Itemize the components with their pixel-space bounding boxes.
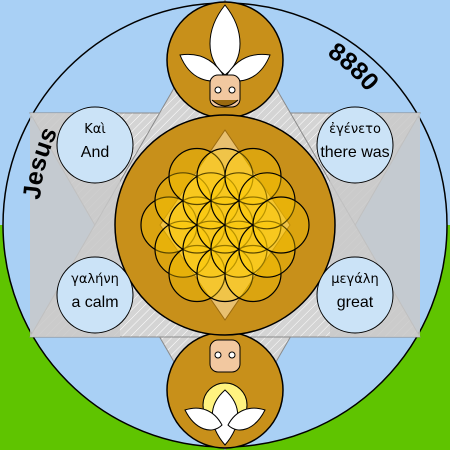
- english-word-bottom-right: great: [337, 294, 374, 311]
- greek-word-top-left: Καὶ: [84, 122, 106, 137]
- flower-of-life: [114, 114, 336, 336]
- bottom-face: [209, 339, 241, 373]
- english-word-bottom-left: a calm: [71, 294, 118, 311]
- bottom-petal-right: [227, 407, 266, 431]
- top-figure: [166, 1, 284, 119]
- top-face-beard: [211, 99, 239, 107]
- top-face: [209, 74, 241, 108]
- bottom-figure: [166, 331, 284, 449]
- bottom-face-eye-left: [214, 351, 222, 359]
- english-word-top-right: there was: [320, 144, 389, 161]
- flower-circle: [252, 196, 310, 254]
- bottom-petal-left: [184, 407, 223, 431]
- top-face-eye-left: [214, 86, 222, 94]
- greek-word-bottom-left: γαλήνη: [71, 272, 119, 287]
- word-circle-top-left: Καὶ And: [56, 106, 134, 184]
- word-circle-bottom-left: γαλήνη a calm: [56, 256, 134, 334]
- bottom-face-eye-right: [228, 351, 236, 359]
- word-circle-top-right: ἐγένετο there was: [316, 106, 394, 184]
- word-circle-bottom-right: μεγάλη great: [316, 256, 394, 334]
- greek-word-top-right: ἐγένετο: [329, 122, 381, 137]
- greek-word-bottom-right: μεγάλη: [331, 272, 379, 287]
- english-word-top-left: And: [81, 144, 109, 161]
- top-face-eye-right: [228, 86, 236, 94]
